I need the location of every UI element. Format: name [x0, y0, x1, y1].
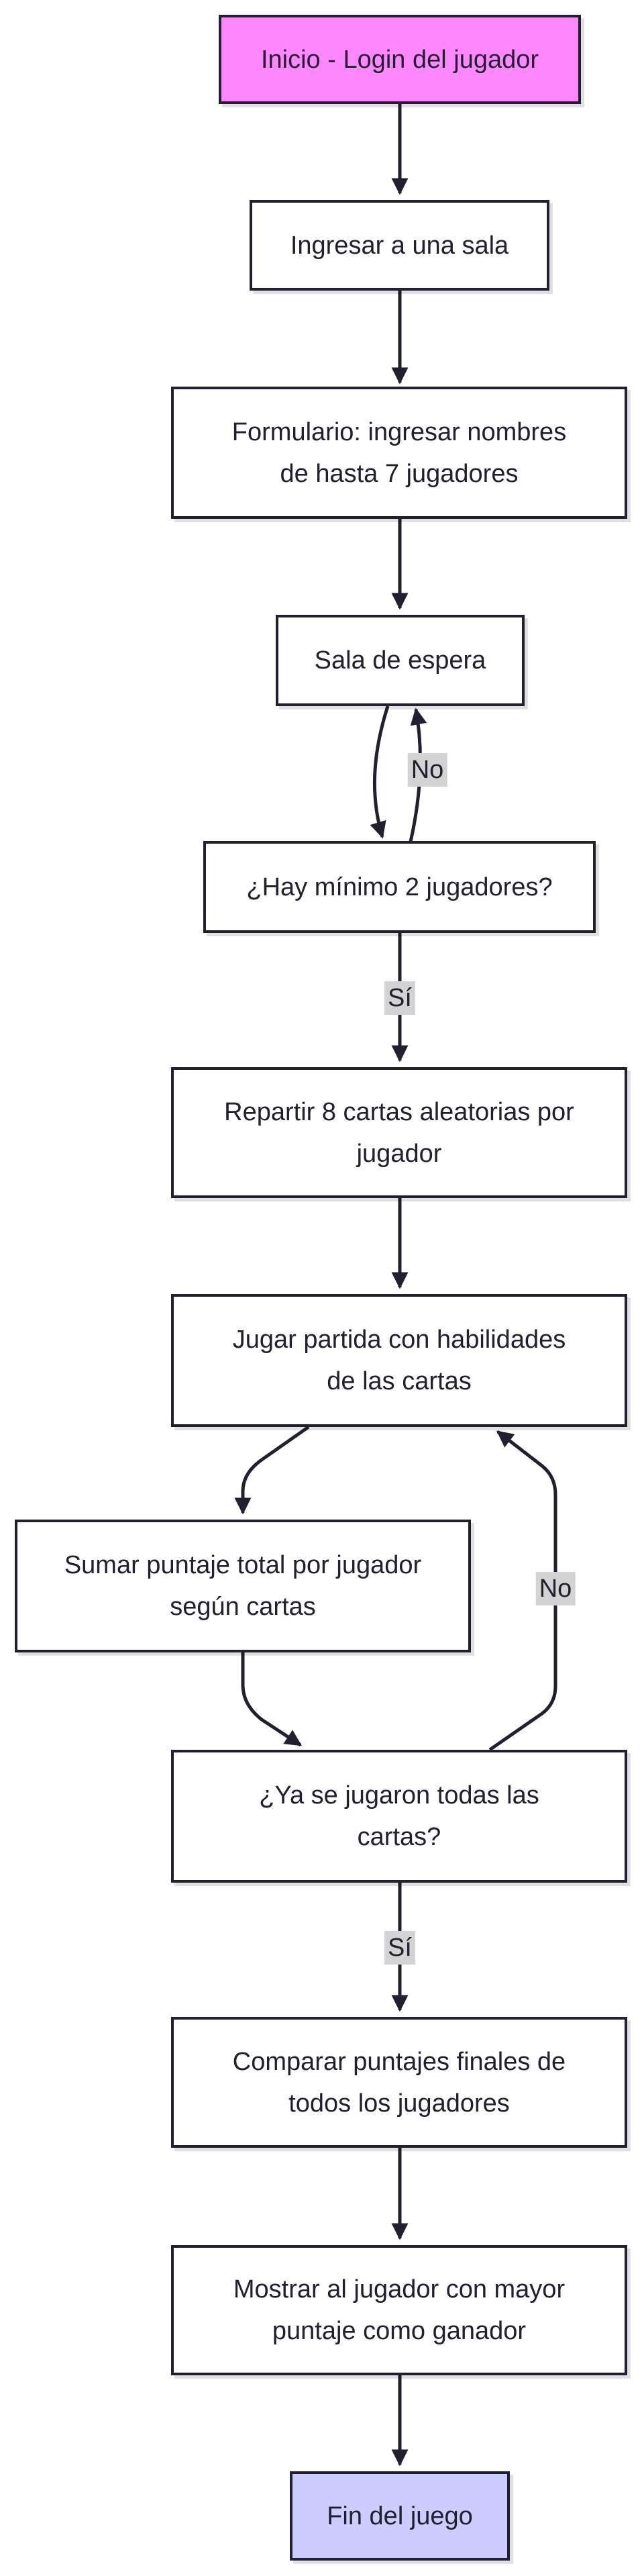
node-end: Fin del juego	[290, 2471, 510, 2561]
node-sum-score: Sumar puntaje total por jugador según ca…	[15, 1520, 471, 1652]
node-show-winner: Mostrar al jugador con mayor puntaje com…	[171, 2245, 627, 2375]
node-play-match: Jugar partida con habilidades de las car…	[171, 1294, 627, 1427]
node-deal-cards: Repartir 8 cartas aleatorias por jugador	[171, 1067, 627, 1198]
node-start: Inicio - Login del jugador	[219, 15, 581, 104]
node-compare: Comparar puntajes finales de todos los j…	[171, 2017, 627, 2148]
edge-label-yes-players: Sí	[384, 981, 415, 1015]
node-form: Formulario: ingresar nombres de hasta 7 …	[171, 387, 627, 519]
edge-label-no-cards: No	[535, 1572, 576, 1605]
node-waiting-room: Sala de espera	[276, 615, 525, 706]
edge-label-yes-cards: Sí	[384, 1931, 415, 1965]
node-min-players: ¿Hay mínimo 2 jugadores?	[203, 841, 596, 933]
node-all-played: ¿Ya se jugaron todas las cartas?	[171, 1750, 627, 1883]
edge-sum-score-to-all-played	[241, 1652, 303, 1747]
edge-play-match-to-sum-score	[234, 1425, 310, 1515]
edge-waiting-room-to-min-players	[370, 705, 390, 839]
node-enter-room: Ingresar a una sala	[250, 200, 549, 291]
edge-label-no-players: No	[407, 753, 447, 787]
